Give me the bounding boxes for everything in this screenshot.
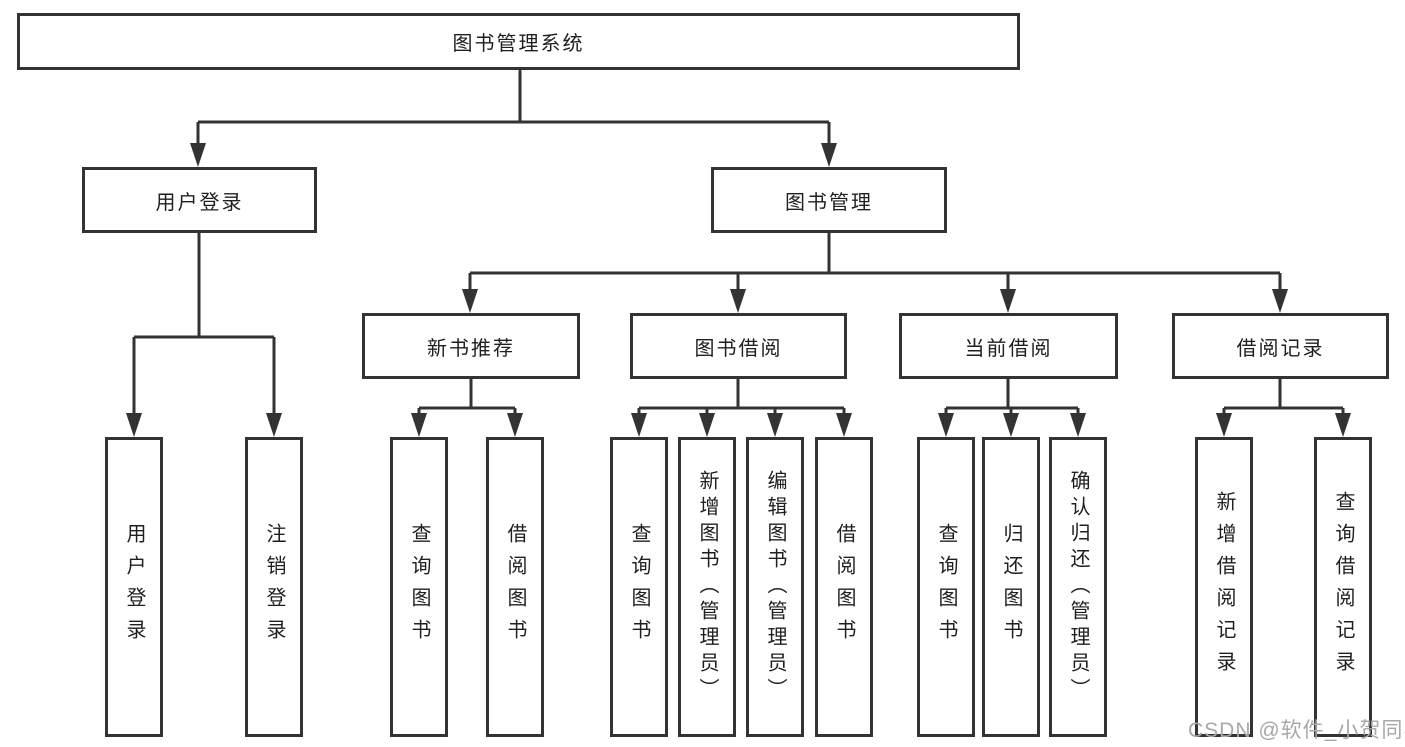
csdn-watermark: CSDN @软件_小贺同学 <box>1188 719 1405 742</box>
leaf-user-login: 用户登录 <box>105 437 163 737</box>
node-label: 图书借阅 <box>694 337 783 360</box>
leaf-borrow-add-books-admin: 新增图书（管理员） <box>678 437 736 737</box>
node-label: 注销登录 <box>263 523 285 651</box>
node-label: 编辑图书（管理员） <box>764 470 786 704</box>
node-label: 新增借阅记录 <box>1213 491 1235 683</box>
node-label: 查询图书 <box>628 523 650 651</box>
node-user-login: 用户登录 <box>82 167 317 233</box>
node-label: 查询图书 <box>935 523 957 651</box>
leaf-logout: 注销登录 <box>245 437 303 737</box>
node-label: 用户登录 <box>155 191 244 214</box>
node-label: 查询图书 <box>408 523 430 651</box>
node-label: 用户登录 <box>123 523 145 651</box>
leaf-current-return-books: 归还图书 <box>982 437 1040 737</box>
node-label: 图书管理系统 <box>452 33 585 55</box>
node-label: 查询借阅记录 <box>1332 491 1354 683</box>
node-new-book-recommend: 新书推荐 <box>362 313 580 379</box>
leaf-record-add-borrow-record: 新增借阅记录 <box>1195 437 1253 737</box>
node-book-borrowing: 图书借阅 <box>630 313 847 379</box>
node-book-management: 图书管理 <box>711 167 947 233</box>
node-label: 借阅记录 <box>1236 337 1325 360</box>
leaf-newbook-query-books: 查询图书 <box>390 437 448 737</box>
node-library-system: 图书管理系统 <box>17 13 1020 70</box>
leaf-borrow-query-books: 查询图书 <box>610 437 668 737</box>
leaf-record-query-borrow-record: 查询借阅记录 <box>1314 437 1372 737</box>
leaf-borrow-edit-books-admin: 编辑图书（管理员） <box>746 437 804 737</box>
leaf-borrow-borrow-books: 借阅图书 <box>815 437 873 737</box>
node-label: 归还图书 <box>1000 523 1022 651</box>
arrowheads <box>126 143 1351 437</box>
node-label: 图书管理 <box>785 191 873 214</box>
leaf-current-confirm-return-admin: 确认归还（管理员） <box>1049 437 1107 737</box>
node-current-borrowing: 当前借阅 <box>899 313 1118 379</box>
leaf-current-query-books: 查询图书 <box>917 437 975 737</box>
node-label: 借阅图书 <box>504 523 526 651</box>
leaf-newbook-borrow-books: 借阅图书 <box>486 437 544 737</box>
node-label: 新书推荐 <box>427 337 515 360</box>
node-label: 当前借阅 <box>964 337 1053 360</box>
node-label: 确认归还（管理员） <box>1067 470 1089 704</box>
node-borrowing-records: 借阅记录 <box>1172 313 1389 379</box>
tree-edges <box>132 70 1345 417</box>
node-label: 新增图书（管理员） <box>696 470 718 704</box>
node-label: 借阅图书 <box>833 523 855 651</box>
